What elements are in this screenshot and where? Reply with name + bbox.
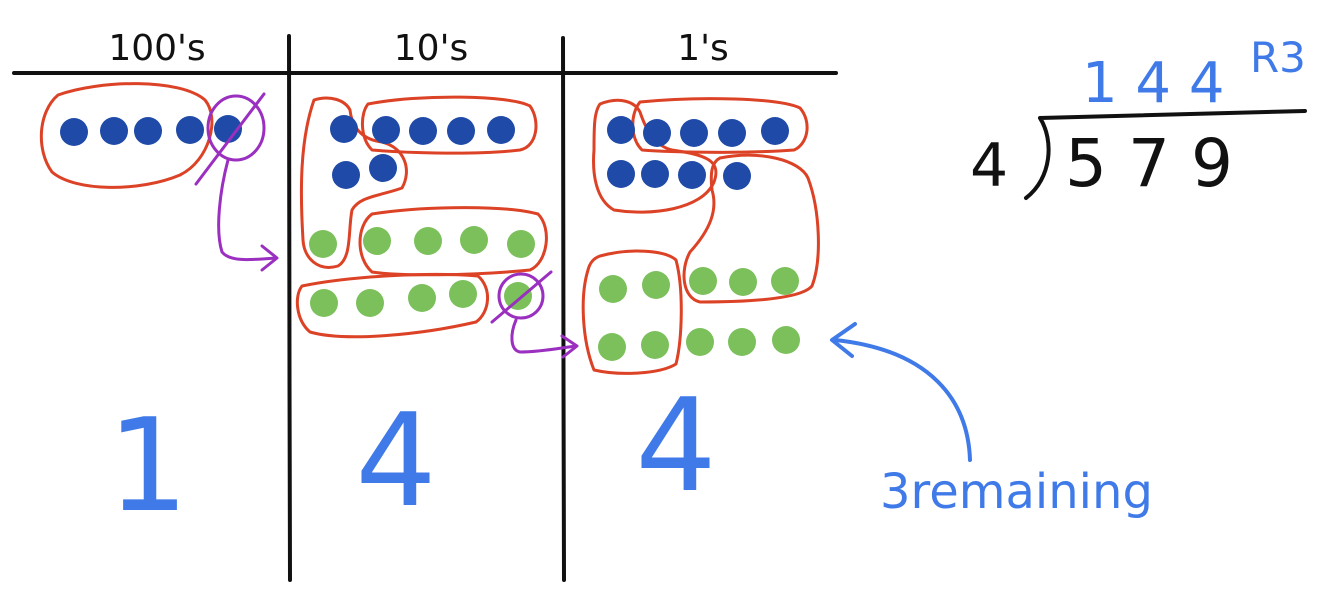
dividend: 5 7 9 (1065, 125, 1233, 202)
result-ones: 4 (635, 372, 716, 521)
group-loop (581, 249, 683, 375)
green-dot (310, 289, 338, 317)
blue-dot (607, 116, 635, 144)
green-dot (599, 275, 627, 303)
header-hundreds: 100's (108, 28, 205, 69)
blue-dot (718, 119, 746, 147)
blue-dot (607, 160, 635, 188)
regroup-arrow-hundreds (217, 158, 278, 262)
chart-grid (12, 34, 838, 582)
green-dot (507, 230, 535, 258)
group-loop (631, 97, 809, 154)
group-loop (682, 153, 820, 304)
blue-dot (409, 117, 437, 145)
green-dot (642, 271, 670, 299)
long-division: 1 4 4 R3 4 5 7 9 (970, 33, 1307, 202)
group-loop (592, 98, 718, 214)
blue-dot (487, 116, 515, 144)
remaining-arrow (830, 322, 972, 462)
blue-dot (330, 115, 358, 143)
column-divider-1 (287, 34, 292, 582)
header-tens: 10's (394, 28, 468, 69)
green-dot (598, 333, 626, 361)
group-loop (358, 206, 548, 277)
division-bracket (1024, 109, 1307, 200)
green-dot (641, 331, 669, 359)
green-dot (356, 289, 384, 317)
green-dot (772, 326, 800, 354)
blue-dot (643, 119, 671, 147)
group-loop (295, 272, 489, 339)
group-loop (361, 95, 538, 155)
green-dot (771, 267, 799, 295)
strike-mark (490, 270, 553, 324)
blue-dot (641, 160, 669, 188)
green-dots (309, 226, 800, 361)
arrow-head-icon (830, 322, 857, 358)
blue-dot (678, 161, 706, 189)
blue-dot (332, 161, 360, 189)
green-dot (408, 284, 436, 312)
green-dot (504, 282, 532, 310)
green-dot (309, 230, 337, 258)
green-dot (449, 280, 477, 308)
arrow-head-icon (560, 334, 579, 359)
column-headers: 100's 10's 1's (108, 28, 728, 69)
regroup-circle-tens (497, 272, 545, 320)
blue-dot (60, 118, 88, 146)
blue-dot (723, 162, 751, 190)
divisor: 4 (970, 131, 1008, 201)
remaining-label: 3remaining (880, 464, 1153, 520)
green-dot (460, 226, 488, 254)
blue-dot (372, 116, 400, 144)
result-hundreds: 1 (107, 392, 188, 541)
regroup-arrow-tens (510, 318, 578, 354)
result-tens: 4 (355, 387, 436, 536)
quotient: 1 4 4 (1082, 51, 1225, 116)
blue-dots (60, 115, 789, 190)
blue-dot (680, 119, 708, 147)
strike-mark (194, 92, 266, 186)
green-dot (414, 227, 442, 255)
blue-dot (134, 117, 162, 145)
blue-dot (369, 154, 397, 182)
column-results: 1 4 4 (107, 372, 716, 541)
remainder: R3 (1250, 33, 1306, 82)
arrow-head-icon (260, 244, 279, 272)
green-dot (729, 268, 757, 296)
blue-dot (100, 117, 128, 145)
group-loop (39, 82, 214, 189)
curved-arrow (833, 338, 972, 462)
regroup-marks (194, 92, 579, 359)
blue-dot (176, 116, 204, 144)
blue-dot (214, 115, 242, 143)
green-dot (686, 328, 714, 356)
regroup-circle-hundreds (206, 94, 266, 162)
blue-dot (447, 117, 475, 145)
green-dot (728, 328, 756, 356)
column-divider-2 (561, 36, 566, 582)
blue-dot (761, 117, 789, 145)
green-dot (363, 227, 391, 255)
header-ones: 1's (677, 28, 729, 69)
green-dot (689, 267, 717, 295)
